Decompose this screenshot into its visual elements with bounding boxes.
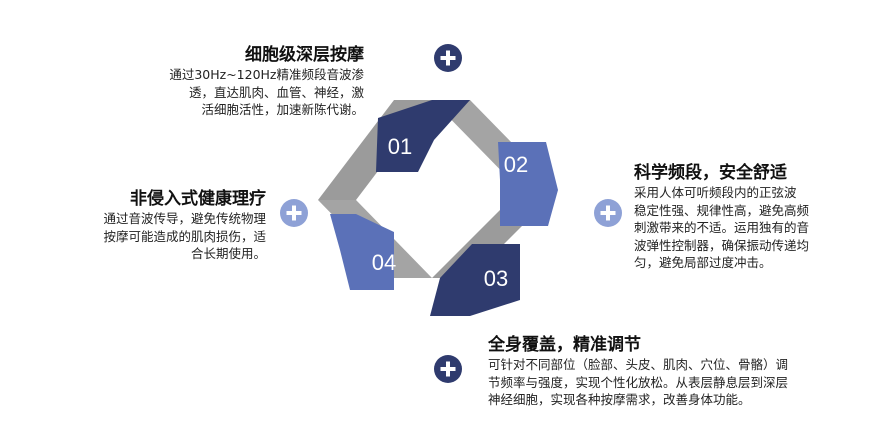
plus-circle-icon[interactable] (434, 44, 462, 72)
cycle-step-01: 01 (388, 134, 412, 159)
cycle-arrow-03 (430, 244, 520, 316)
feature-desc-1: 通过30Hz~120Hz精准频段音波渗 透，直达肌肉、血管、神经，激 活细胞活性… (169, 67, 364, 117)
cycle-step-03: 03 (484, 266, 508, 291)
feature-title-3: 全身覆盖，精准调节 (488, 335, 641, 355)
cycle-step-02: 02 (504, 152, 528, 177)
cycle-arrow-04 (330, 214, 394, 290)
feature-desc-2: 采用人体可听频段内的正弦波 稳定性强、规律性高，避免高频 刺激带来的不适。运用独… (634, 185, 810, 270)
feature-desc-4: 通过音波传导，避免传统物理 按摩可能造成的肌肉损伤，适 合长期使用。 (103, 211, 266, 261)
feature-title-4: 非侵入式健康理疗 (130, 189, 266, 209)
feature-desc-3: 可针对不同部位（脸部、头皮、肌肉、穴位、骨骼）调 节频率与强度，实现个性化放松。… (488, 357, 789, 407)
feature-title-2: 科学频段，安全舒适 (634, 163, 787, 183)
feature-title-1: 细胞级深层按摩 (245, 45, 364, 65)
cycle-arrow-01 (376, 100, 470, 172)
plus-circle-icon[interactable] (594, 199, 622, 227)
plus-circle-icon[interactable] (280, 199, 308, 227)
plus-circle-icon[interactable] (434, 355, 462, 383)
cycle-arrow-02 (498, 142, 558, 226)
cycle-center (396, 140, 500, 238)
cycle-step-04: 04 (372, 250, 396, 275)
